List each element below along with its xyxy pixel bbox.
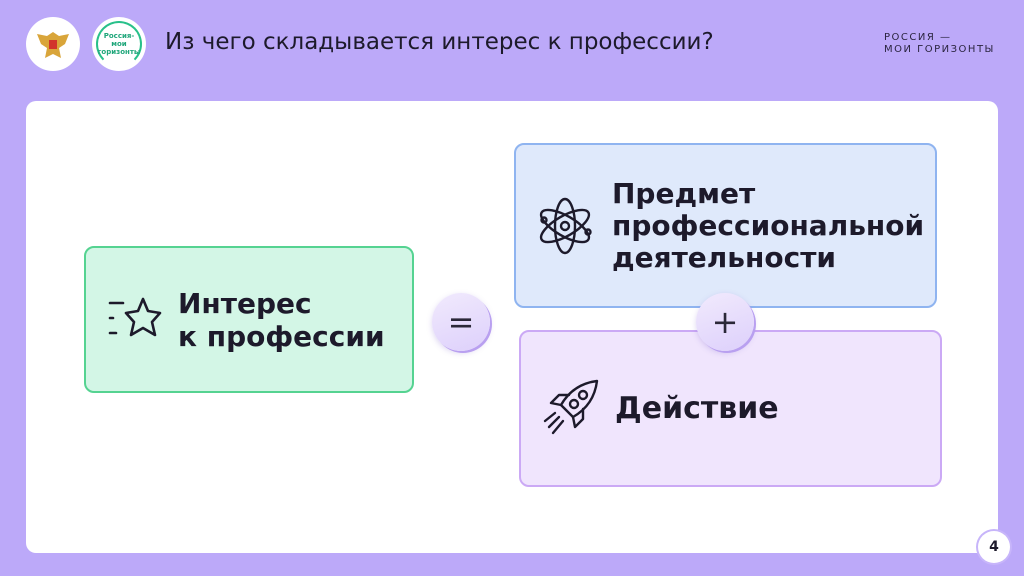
brand-line-2: МОИ ГОРИЗОНТЫ bbox=[884, 44, 995, 55]
rocket-icon bbox=[543, 379, 599, 434]
brand-line-1: РОССИЯ — bbox=[884, 32, 952, 43]
subject-box: Предмет профессиональной деятельности bbox=[514, 143, 937, 308]
eagle-emblem-icon bbox=[37, 32, 69, 58]
equals-sign: = bbox=[432, 293, 490, 351]
logo-text: Россия-мои горизонты bbox=[97, 32, 141, 56]
interest-box: Интерес к профессии bbox=[84, 246, 414, 393]
action-box: Действие bbox=[519, 330, 942, 487]
action-label: Действие bbox=[615, 391, 779, 426]
subject-line-1: Предмет bbox=[612, 176, 756, 210]
russia-my-horizons-logo: Россия-мои горизонты bbox=[92, 17, 146, 71]
interest-line-2: к профессии bbox=[178, 319, 385, 353]
page-title: Из чего складывается интерес к профессии… bbox=[165, 29, 714, 55]
brand-text: РОССИЯ — МОИ ГОРИЗОНТЫ bbox=[884, 32, 995, 56]
plus-sign: + bbox=[696, 293, 754, 351]
interest-line-1: Интерес bbox=[178, 286, 312, 320]
subject-line-3: деятельности bbox=[612, 240, 837, 274]
subject-line-2: профессиональной bbox=[612, 208, 925, 242]
atom-icon bbox=[539, 197, 592, 254]
star-icon bbox=[108, 297, 162, 336]
ministry-emblem-logo bbox=[26, 17, 80, 71]
page-number: 4 bbox=[978, 531, 1010, 563]
